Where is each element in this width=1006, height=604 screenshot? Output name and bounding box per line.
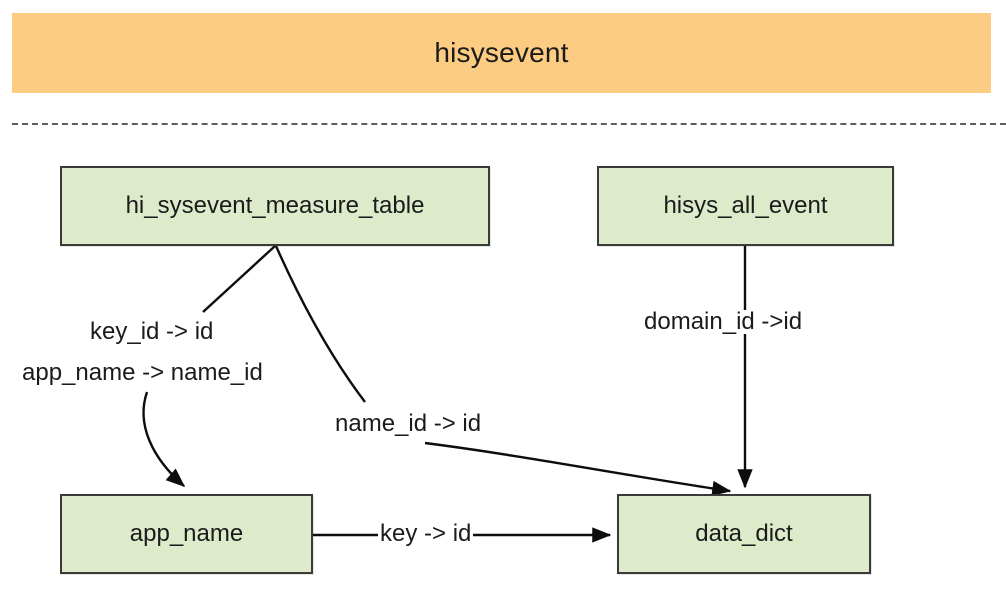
edge-label-domain-id: domain_id ->id	[642, 308, 805, 335]
edge-label-key-id: key_id -> id	[88, 318, 216, 345]
node-data-dict[interactable]: data_dict	[617, 494, 871, 574]
edge-label-key: key -> id	[378, 520, 474, 547]
edge-measure-table-name-id	[274, 245, 366, 403]
edge-label-app-name-to-name-id: app_name -> name_id	[20, 359, 265, 386]
edge-measure-table-to-app-name	[142, 391, 186, 487]
node-app-name[interactable]: app_name	[60, 494, 313, 574]
node-hi-sysevent-measure-table[interactable]: hi_sysevent_measure_table	[60, 166, 490, 246]
edge-label-name-id: name_id -> id	[333, 410, 484, 437]
edge-measure-table-to-data-dict	[424, 441, 732, 497]
node-hisys-all-event[interactable]: hisys_all_event	[597, 166, 894, 246]
node-label-app-name: app_name	[129, 520, 244, 547]
page-title: hisysevent	[434, 37, 569, 68]
header-banner: hisysevent	[12, 13, 991, 93]
node-label-data-dict: data_dict	[695, 520, 793, 547]
edge-measure-table-key-id	[202, 245, 276, 313]
node-label-hisys-all-event: hisys_all_event	[663, 192, 828, 219]
node-label-hi-sysevent-measure-table: hi_sysevent_measure_table	[125, 192, 425, 219]
section-divider	[12, 123, 1006, 125]
